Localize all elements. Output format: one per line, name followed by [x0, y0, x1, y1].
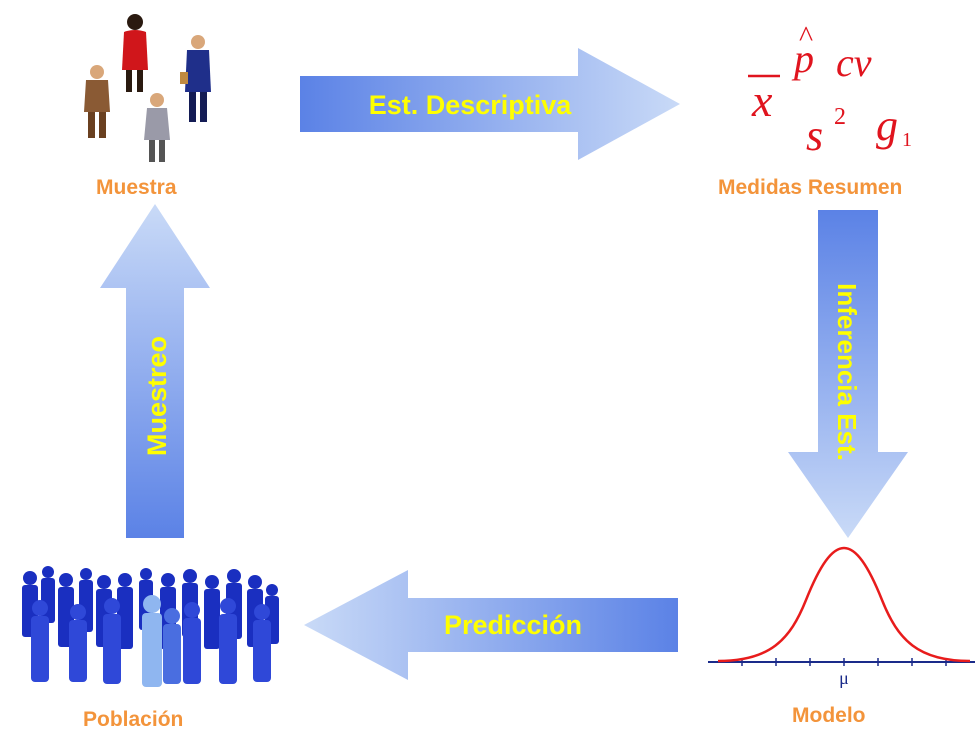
node-poblacion: Población [83, 708, 184, 731]
arrow-descriptiva-label: Est. Descriptiva [369, 90, 573, 120]
arrow-muestreo: Muestreo [100, 204, 210, 538]
arrow-inferencia-label: Inferencia Est. [832, 283, 862, 461]
phat-hat: ^ [799, 20, 813, 53]
g-symbol: g [876, 101, 898, 150]
node-medidas-resumen: Medidas Resumen [718, 176, 903, 199]
mu-label: μ [839, 668, 849, 688]
curve-line [717, 546, 971, 663]
cv-symbol: cv [836, 40, 872, 85]
arrow-prediccion-label: Predicción [444, 610, 582, 640]
normal-curve-icon: μ [708, 546, 975, 688]
arrow-descriptiva: Est. Descriptiva [300, 48, 680, 160]
summary-symbols: x ^ p cv s 2 g 1 [748, 20, 912, 160]
arrow-muestreo-label: Muestreo [142, 336, 172, 456]
s-symbol: s [806, 111, 823, 160]
business-people-icon [84, 14, 211, 162]
g-subscript: 1 [902, 129, 912, 151]
xbar-symbol: x [751, 75, 773, 126]
s-exponent: 2 [834, 104, 846, 130]
arrow-inferencia: Inferencia Est. [788, 210, 908, 538]
phat-symbol: p [791, 36, 814, 81]
node-muestra: Muestra [96, 176, 177, 199]
crowd-of-people-icon [22, 566, 279, 687]
arrow-prediccion: Predicción [304, 570, 678, 680]
node-modelo: Modelo [792, 704, 866, 727]
